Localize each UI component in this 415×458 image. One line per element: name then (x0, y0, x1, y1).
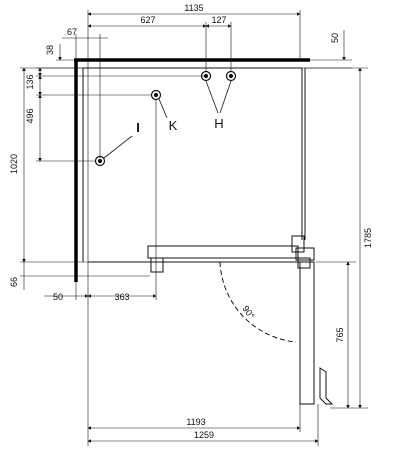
dim-50-bottom: 50 (53, 292, 63, 302)
fixture-k-inner (153, 92, 159, 98)
dim-136: 136 (25, 74, 35, 89)
dim-1785: 1785 (363, 228, 373, 248)
dim-1020: 1020 (9, 154, 19, 174)
label-k: K (169, 118, 178, 133)
dim-1135: 1135 (184, 3, 203, 13)
dim-363: 363 (114, 292, 129, 302)
dimension-texts: 1135 627 127 67 50 38 136 496 1020 66 50… (9, 3, 373, 440)
corner-bracket (291, 235, 305, 253)
dim-66: 66 (9, 277, 19, 287)
leader-h-right (219, 80, 232, 114)
dim-1259: 1259 (194, 430, 214, 440)
label-h: H (214, 116, 223, 131)
enclosure (82, 67, 334, 405)
leader-h-left (205, 80, 219, 114)
door-open (299, 261, 315, 405)
dim-1193: 1193 (186, 417, 205, 427)
dim-38: 38 (45, 45, 55, 55)
fixture-h-right-inner (228, 73, 234, 79)
dim-127: 127 (211, 15, 226, 25)
dimension-lines (20, 10, 368, 446)
door-swing-arc (219, 261, 297, 343)
dim-67: 67 (67, 27, 77, 37)
dim-496: 496 (25, 108, 35, 123)
leader-i (103, 135, 133, 159)
leader-k (158, 98, 168, 119)
hinge-block (295, 247, 315, 261)
dim-50-top-right: 50 (330, 33, 340, 43)
letter-labels: I K H (136, 116, 224, 135)
dim-765: 765 (335, 327, 345, 342)
dim-angle: 90° (240, 304, 256, 321)
door-handle (319, 367, 334, 405)
hinge-block-2 (297, 257, 311, 269)
panel-support (150, 257, 164, 273)
dim-627: 627 (140, 15, 155, 25)
label-i: I (136, 120, 140, 135)
wall-group (74, 58, 310, 282)
fixture-i-inner (97, 158, 103, 164)
fixtures (94, 70, 237, 167)
front-fixed-panel (147, 245, 299, 259)
